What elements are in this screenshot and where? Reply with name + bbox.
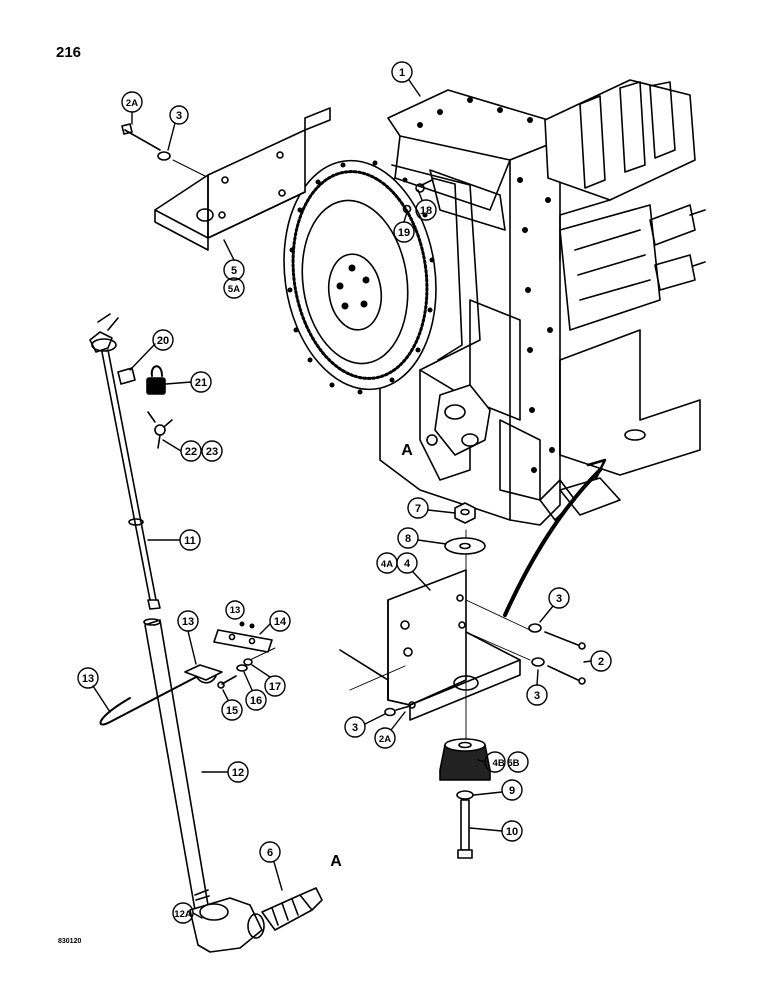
callout-labels: 1 2A 3 18 19 5 5A 20 21 22 23 11 13 13 1… (82, 67, 604, 920)
transmission-assembly (283, 79, 706, 526)
callout-5: 5 (231, 265, 237, 277)
clip-assembly (99, 621, 276, 726)
callout-11: 11 (184, 535, 196, 547)
callout-13-left: 13 (82, 673, 94, 685)
callout-4: 4 (404, 558, 411, 570)
callout-23: 23 (206, 446, 218, 458)
callout-12: 12 (232, 767, 244, 779)
callout-10: 10 (506, 826, 518, 838)
callout-21: 21 (195, 377, 207, 389)
callout-3-top: 3 (176, 110, 182, 122)
ref-letter-a-bottom: A (330, 853, 342, 870)
callout-4b-5b: 4B 5B (493, 758, 520, 769)
callout-22: 22 (185, 446, 197, 458)
callout-4a: 4A (381, 559, 393, 570)
callout-20: 20 (157, 335, 169, 347)
callout-5a: 5A (228, 284, 240, 295)
callout-2a-bottom: 2A (379, 734, 391, 745)
page-number: 216 (56, 44, 82, 61)
callout-3-right-lower: 3 (534, 690, 540, 702)
callout-12a: 12A (174, 909, 192, 920)
bracket-item-4 (339, 529, 531, 761)
callout-2: 2 (598, 656, 604, 668)
callout-13-right: 13 (230, 605, 241, 616)
mount-hardware (384, 502, 586, 859)
ref-letter-a-top: A (401, 442, 413, 459)
callout-3-bottom: 3 (352, 722, 358, 734)
callout-15: 15 (226, 705, 238, 717)
callout-19: 19 (398, 227, 410, 239)
callout-14: 14 (274, 616, 287, 628)
callout-9: 9 (509, 785, 515, 797)
callout-3-right-upper: 3 (556, 593, 562, 605)
callout-7: 7 (415, 503, 421, 515)
callout-16: 16 (250, 695, 262, 707)
drawing-number: 830120 (58, 938, 82, 945)
callouts (77, 61, 612, 924)
tube-item-12 (143, 618, 323, 953)
callout-18: 18 (420, 205, 432, 217)
callout-13-mid: 13 (182, 616, 194, 628)
callout-2a-top: 2A (126, 98, 138, 109)
bracket-item-5 (121, 107, 331, 251)
callout-6: 6 (267, 847, 273, 859)
callout-8: 8 (405, 533, 411, 545)
dipstick-item-11 (89, 313, 173, 610)
callout-17: 17 (269, 681, 281, 693)
callout-1: 1 (399, 67, 405, 79)
